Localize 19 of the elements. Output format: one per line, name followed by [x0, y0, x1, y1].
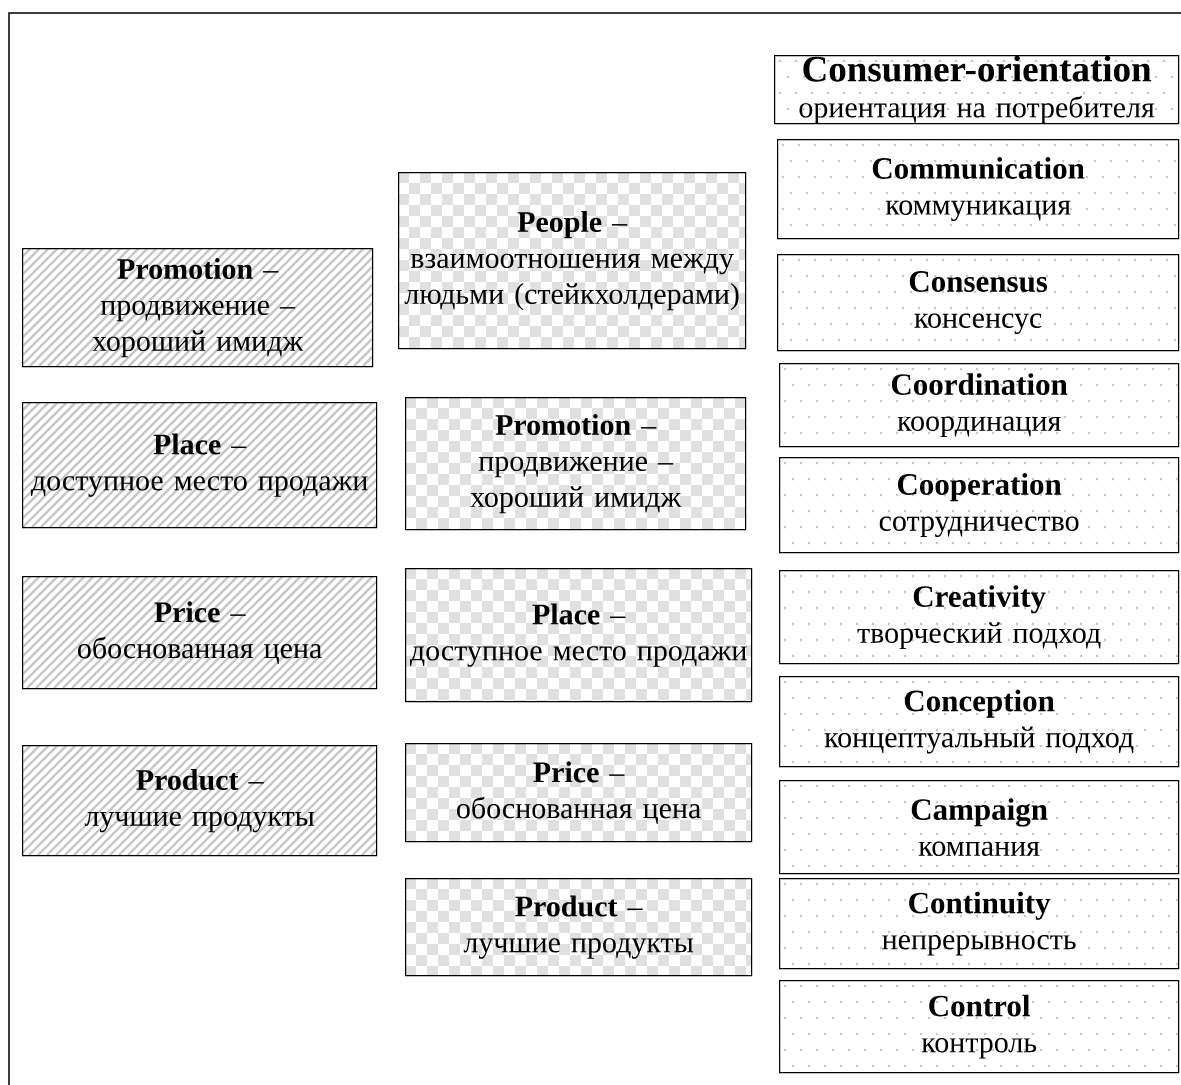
text-box: Consensus консенсус — [777, 254, 1180, 352]
text-box: Communication коммуникация — [777, 139, 1180, 240]
text-box: Consumer-orientation ориентация на потребителя — [774, 55, 1180, 125]
text-box: Conception концептуальный подход — [779, 676, 1180, 768]
text-box: Price – обоснованная цена — [22, 576, 378, 690]
text-box: Place – доступное место продажи — [405, 568, 753, 703]
text-box: Cooperation сотрудничество — [779, 457, 1180, 554]
text-box: Product – лучшие продукты — [405, 878, 753, 977]
text-box: Promotion – продвижение – хороший имидж — [405, 397, 747, 531]
text-box: Campaign компания — [779, 780, 1180, 875]
text-box: Control контроль — [779, 980, 1180, 1074]
text-box: People – взаимоотношения между людьми (стейкхолдерами) — [398, 172, 747, 350]
text-box: Price – обоснованная цена — [405, 743, 753, 843]
text-box: Continuity непрерывность — [779, 878, 1180, 970]
text-box: Creativity творческий подход — [779, 570, 1180, 665]
text-box: Coordination координация — [779, 363, 1180, 448]
text-box: Place – доступное место продажи — [22, 402, 378, 529]
text-box: Product – лучшие продукты — [22, 745, 378, 857]
text-box: Promotion – продвижение – хороший имидж — [22, 248, 374, 368]
